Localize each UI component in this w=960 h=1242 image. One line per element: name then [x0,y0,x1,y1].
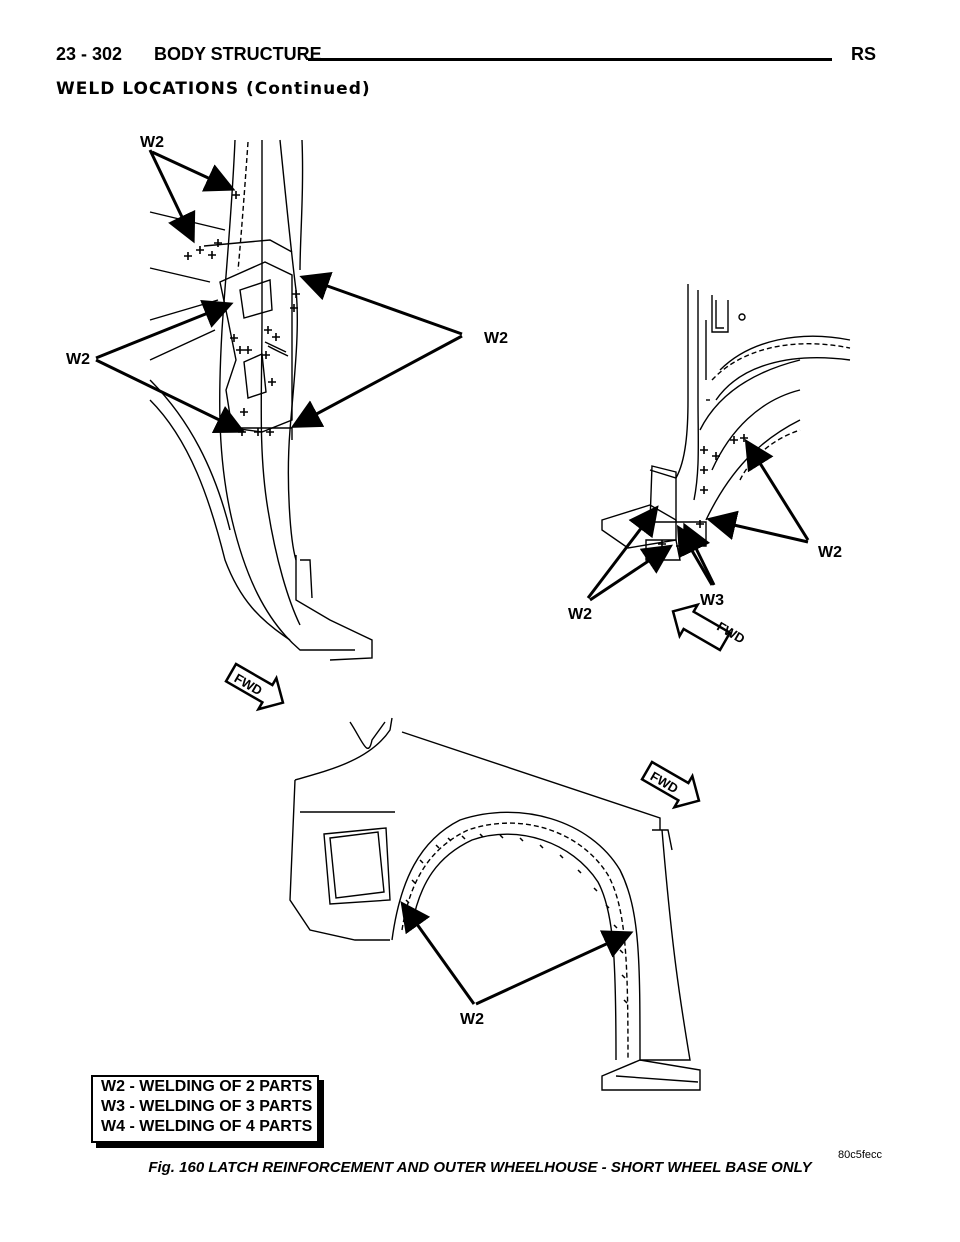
callout-w2-wheel-lower: W2 [568,606,592,623]
header-rule [308,58,832,61]
legend-item-w4: W4 - WELDING OF 4 PARTS [101,1118,313,1135]
callout-w2-wheel-right: W2 [818,544,842,561]
callout-arrows-wheelhouse-inner [586,438,810,602]
fwd-arrow-icon: FWD [640,760,701,810]
callout-arrows-wheelhouse-outer [400,901,634,1006]
legend-item-w2: W2 - WELDING OF 2 PARTS [101,1078,313,1095]
wheelhouse-inner-view [601,284,851,561]
page-header: 23 - 302 BODY STRUCTURE RS [56,44,876,74]
model-code: RS [850,44,876,64]
callout-w2-bottom: W2 [460,1011,484,1028]
legend-item-w3: W3 - WELDING OF 3 PARTS [101,1098,313,1115]
figure-caption: Fig. 160 LATCH REINFORCEMENT AND OUTER W… [148,1159,812,1176]
illustration-code: 80c5fecc [838,1149,883,1161]
callout-w2-right: W2 [484,330,508,347]
section-heading: WELD LOCATIONS (Continued) [56,79,371,99]
callout-w3-wheel: W3 [700,592,724,609]
callout-w2-left: W2 [66,351,90,368]
latch-reinforcement-view [149,139,373,661]
wheelhouse-outer-view [289,717,701,1091]
callout-arrows-latch [95,149,463,433]
section-title: BODY STRUCTURE [154,44,322,64]
fwd-arrow-icon: FWD [671,602,748,652]
fwd-arrow-icon: FWD [224,662,285,712]
weld-legend: W2 - WELDING OF 2 PARTS W3 - WELDING OF … [91,1075,319,1143]
callout-w2-top: W2 [140,134,164,151]
page-number: 23 - 302 [56,44,123,64]
